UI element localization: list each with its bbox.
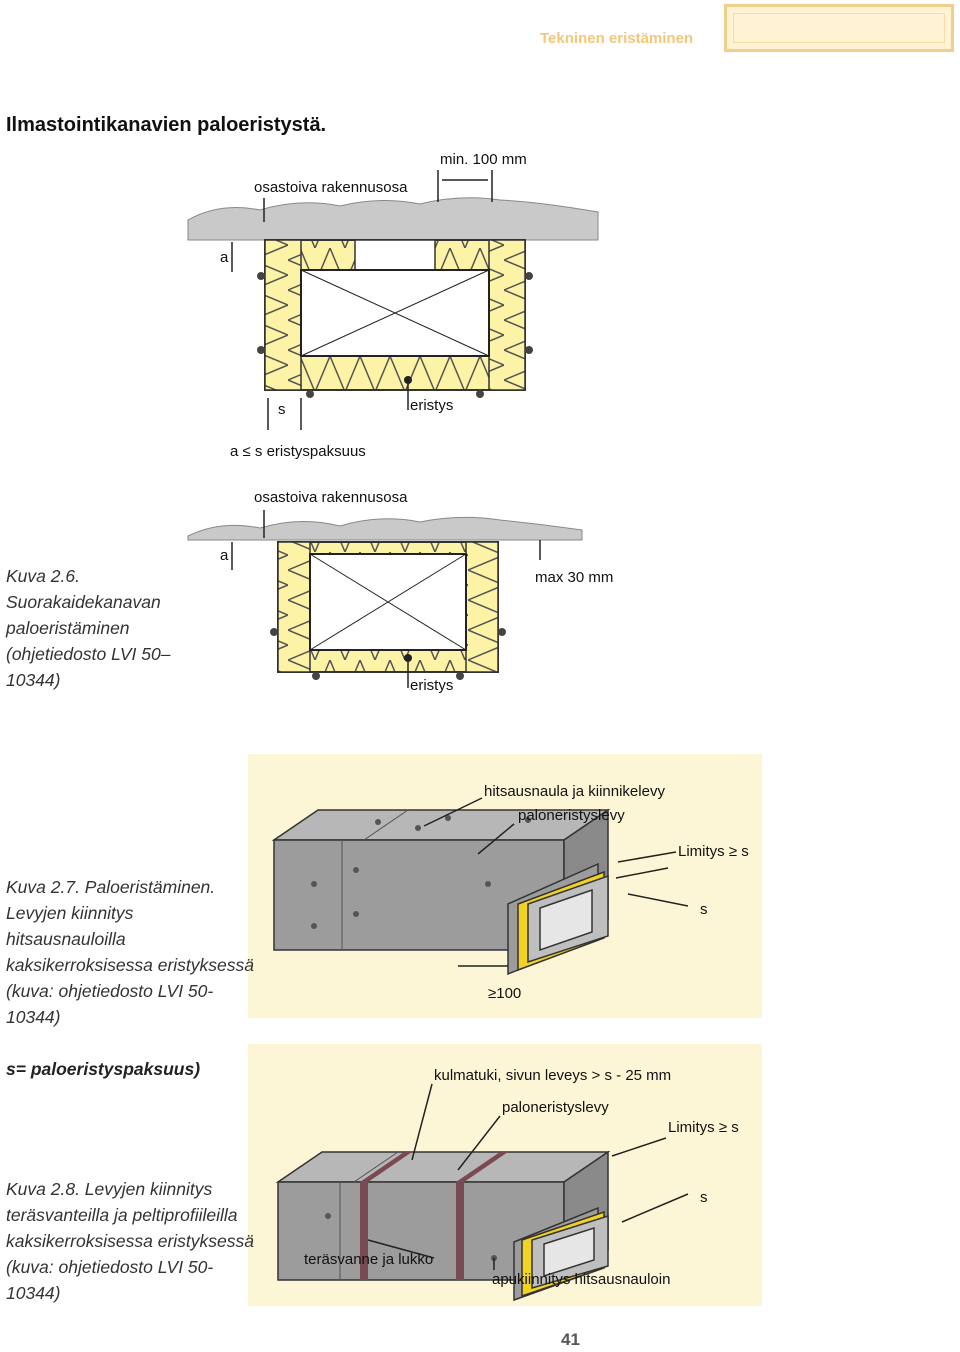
label-structure-2: osastoiva rakennusosa bbox=[254, 489, 408, 506]
label-max-30: max 30 mm bbox=[535, 569, 613, 586]
label-board-1: paloneristyslevy bbox=[518, 807, 625, 824]
figure-duct-welded-pins: hitsausnaula ja kiinnikelevy paloneristy… bbox=[248, 754, 762, 1018]
page-title: Ilmastointikanavien paloeristystä. bbox=[6, 114, 327, 136]
caption-figure-2-7-text: Kuva 2.7. Paloeristäminen. Levyjen kiinn… bbox=[6, 877, 254, 1027]
label-rule: a ≤ s eristyspaksuus bbox=[230, 443, 366, 460]
label-a-2: a bbox=[220, 547, 229, 564]
label-a-1: a bbox=[220, 249, 229, 266]
page-number: 41 bbox=[561, 1330, 580, 1349]
label-steel-band: teräsvanne ja lukko bbox=[304, 1251, 433, 1268]
caption-figure-2-7-bold: s= paloeristyspaksuus) bbox=[6, 1059, 201, 1079]
label-eristys-2: eristys bbox=[410, 677, 453, 694]
label-overlap-2: Limitys ≥ s bbox=[668, 1119, 739, 1136]
caption-figure-2-6: Kuva 2.6. Suorakaidekanavan paloeristämi… bbox=[6, 566, 171, 690]
label-aux-fix: apukiinnitys hitsausnauloin bbox=[492, 1271, 670, 1288]
caption-figure-2-7: Kuva 2.7. Paloeristäminen. Levyjen kiinn… bbox=[6, 848, 256, 1082]
label-min-100: min. 100 mm bbox=[440, 151, 527, 168]
label-structure-1: osastoiva rakennusosa bbox=[254, 179, 408, 196]
label-overlap-1: Limitys ≥ s bbox=[678, 843, 749, 860]
figure-duct-insulation-top: min. 100 mm osastoiva rakennusosa a s er… bbox=[187, 151, 599, 460]
label-100: ≥100 bbox=[488, 985, 521, 1002]
figure-duct-steel-bands: kulmatuki, sivun leveys > s - 25 mm palo… bbox=[248, 1044, 762, 1306]
label-eristys-1: eristys bbox=[410, 397, 453, 414]
caption-figure-2-8: Kuva 2.8. Levyjen kiinnitys teräsvanteil… bbox=[6, 1179, 254, 1303]
figure-duct-insulation-bottom: osastoiva rakennusosa a max 30 mm eristy… bbox=[187, 489, 613, 694]
label-s-4: s bbox=[700, 1189, 708, 1206]
label-s-3: s bbox=[700, 901, 708, 918]
label-weld-pin: hitsausnaula ja kiinnikelevy bbox=[484, 783, 665, 800]
header-title: Tekninen eristäminen bbox=[540, 30, 694, 47]
header-corner-box bbox=[724, 4, 954, 52]
label-corner-support: kulmatuki, sivun leveys > s - 25 mm bbox=[434, 1067, 671, 1084]
label-s-1: s bbox=[278, 401, 286, 418]
label-board-2: paloneristyslevy bbox=[502, 1099, 609, 1116]
